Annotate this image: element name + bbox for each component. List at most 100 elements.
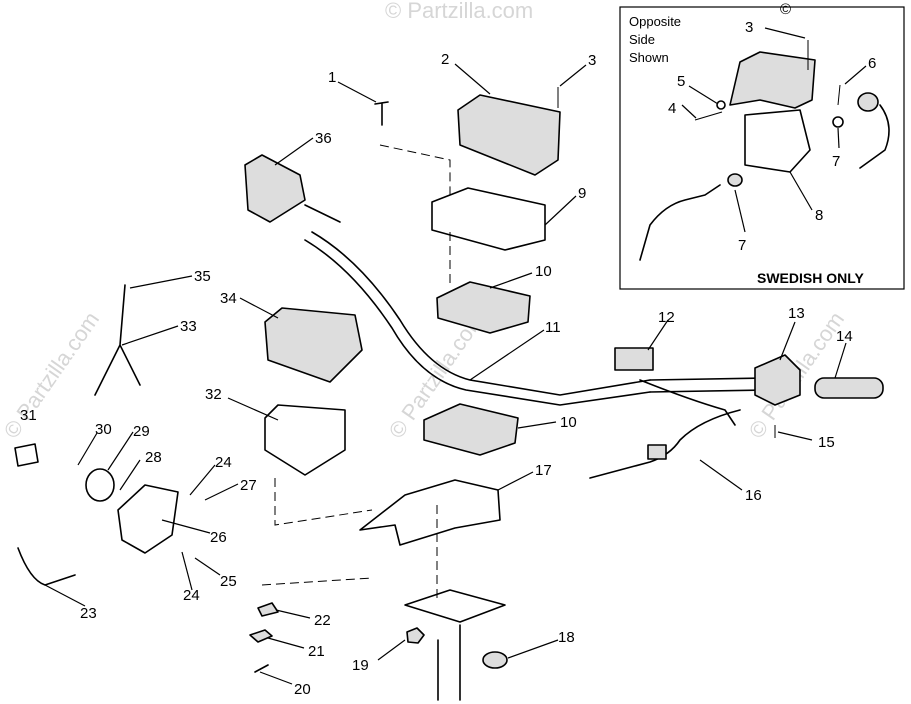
inset-screw-6 [837, 84, 841, 106]
watermark-text-top: © Partzilla.com [385, 0, 533, 23]
lead-9 [544, 195, 577, 226]
lead-2 [454, 63, 491, 95]
part-2-cover [457, 94, 561, 176]
lead-32 [227, 397, 279, 421]
lead-11 [469, 329, 545, 381]
part-13-throttle-housing [754, 354, 801, 406]
copyright-symbol: © [780, 1, 791, 18]
lead-28 [119, 459, 141, 491]
lead-22 [275, 609, 311, 619]
steering-plate [404, 589, 506, 623]
part-9-plate [431, 187, 546, 251]
callout-36: 36 [315, 130, 332, 147]
lead-34 [239, 297, 279, 319]
callout-21: 21 [308, 643, 325, 660]
lead-18 [507, 639, 559, 659]
part-1-bolt [374, 101, 389, 126]
callout-9: 9 [578, 185, 586, 202]
callout-16: 16 [745, 487, 762, 504]
lead-23 [44, 584, 86, 607]
part-33-harness [94, 284, 141, 396]
handlebar-tube-top [311, 231, 651, 396]
callout-15: 15 [818, 434, 835, 451]
callout-30: 30 [95, 421, 112, 438]
callout-17: 17 [535, 462, 552, 479]
inset-lead-6 [844, 65, 867, 85]
callout-33: 33 [180, 318, 197, 335]
callout-3: 3 [588, 52, 596, 69]
part-14-grip [814, 377, 884, 399]
inset-lead-8 [789, 171, 813, 211]
lead-24-top [189, 464, 216, 496]
inset-lead-3 [764, 27, 806, 39]
callout-3-inset: 3 [745, 19, 753, 36]
lead-35 [129, 275, 193, 289]
callout-34: 34 [220, 290, 237, 307]
callout-11: 11 [545, 319, 561, 336]
callout-27: 27 [240, 477, 257, 494]
inset-washer-5 [716, 100, 726, 110]
watermark-layer: © Partzilla.com © Partzilla.com © Partzi… [0, 0, 849, 443]
lead-20 [259, 671, 293, 685]
lead-10-bottom [517, 421, 557, 429]
part-26-housing [117, 484, 179, 554]
inset-wire-left [639, 184, 721, 261]
part-16-connector [647, 444, 667, 460]
callout-12: 12 [658, 309, 675, 326]
lead-30 [77, 432, 98, 466]
part-23-cable [17, 547, 76, 586]
part-17-bracket [359, 479, 501, 546]
callout-26: 26 [210, 529, 227, 546]
part-12-lever [639, 379, 736, 426]
inset-frame [619, 6, 905, 290]
callout-35: 35 [194, 268, 211, 285]
inset-swedish: Opposite Side Shown SWEDISH ONLY [619, 6, 905, 290]
lead-26 [161, 519, 211, 534]
assembly-line-grommet [261, 577, 373, 586]
callout-8: 8 [815, 207, 823, 224]
lead-3 [559, 64, 587, 87]
part-10-clamp-bottom [423, 403, 519, 456]
assembly-line-bolt [379, 144, 451, 200]
callout-6: 6 [868, 55, 876, 72]
lead-21 [267, 637, 305, 649]
part-18-clamp [482, 651, 508, 669]
part-31-cylinder [14, 443, 39, 467]
inset-lead-7-right [837, 127, 840, 149]
inset-switch-housing [729, 51, 816, 109]
lead-29 [107, 431, 134, 471]
lead-24-bottom [181, 551, 193, 591]
inset-title-line-3: Shown [629, 50, 669, 65]
callout-14: 14 [836, 328, 853, 345]
callout-32: 32 [205, 386, 222, 403]
lead-1 [337, 81, 377, 103]
inset-lead-4 [681, 104, 697, 119]
part-19-nut [406, 627, 425, 644]
callout-labels: 1 2 3 3 4 5 6 7 7 8 9 10 11 12 13 14 15 … [20, 19, 876, 698]
lead-13 [779, 321, 796, 361]
inset-screw-4 [694, 111, 723, 121]
inset-lead-5 [688, 85, 719, 105]
callout-23: 23 [80, 605, 97, 622]
callout-31: 31 [20, 407, 37, 424]
assembly-line-bezel [274, 478, 373, 526]
inset-caption: SWEDISH ONLY [757, 270, 864, 286]
part-36-wire [304, 204, 341, 223]
lead-36 [274, 137, 314, 166]
callout-22: 22 [314, 612, 331, 629]
handlebar-tube-bottom [304, 239, 651, 406]
watermark-text-left: © Partzilla.com [0, 307, 104, 443]
callout-18: 18 [558, 629, 575, 646]
callout-24-bottom: 24 [183, 587, 200, 604]
inset-bracket [744, 109, 811, 173]
inset-switch-7 [727, 173, 743, 187]
part-20-pin [254, 664, 269, 673]
lead-27 [204, 483, 239, 501]
inset-title-line-1: Opposite [629, 14, 681, 29]
callout-10-top: 10 [535, 263, 552, 280]
callout-25: 25 [220, 573, 237, 590]
part-21-clip [249, 629, 273, 643]
part-36-switch [244, 154, 306, 223]
callout-20: 20 [294, 681, 311, 698]
callout-28: 28 [145, 449, 162, 466]
